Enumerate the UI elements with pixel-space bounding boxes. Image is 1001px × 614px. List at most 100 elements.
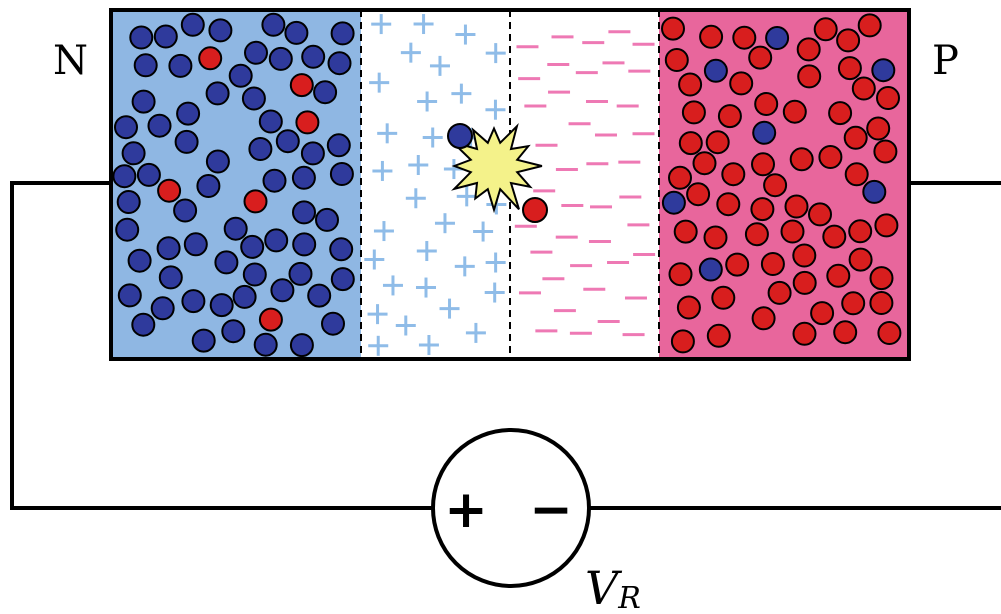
electron: [147, 113, 172, 138]
positive-ion-icon: [416, 241, 437, 262]
electron: [196, 174, 221, 198]
voltage-subscript: R: [617, 581, 641, 614]
hole: [826, 263, 851, 288]
electron: [321, 311, 345, 336]
electron: [288, 261, 313, 286]
positive-ion-icon: [454, 256, 475, 277]
hole: [754, 92, 779, 116]
voltage-symbol: V: [585, 561, 623, 614]
hole: [813, 17, 838, 42]
hole: [843, 125, 868, 150]
hole: [673, 219, 698, 244]
electron: [262, 168, 287, 193]
minority-electron: [862, 179, 887, 204]
colliding-electron: [447, 123, 473, 149]
electron: [261, 12, 286, 37]
positive-ion-icon: [485, 43, 506, 64]
source-plus-sign: +: [444, 480, 488, 540]
electron: [205, 81, 230, 106]
positive-ion-icon: [418, 335, 439, 356]
hole: [792, 243, 817, 268]
hole: [721, 162, 746, 187]
electron: [117, 283, 142, 308]
electron: [127, 248, 152, 273]
electron: [301, 44, 326, 69]
electron: [174, 129, 199, 154]
hole: [837, 56, 862, 81]
hole: [873, 139, 898, 164]
electron: [208, 18, 233, 43]
voltage-source-icon: [431, 428, 591, 588]
electron: [173, 198, 198, 223]
electron: [240, 234, 265, 259]
minority-hole: [157, 178, 182, 203]
hole: [678, 72, 703, 97]
electron: [264, 228, 289, 253]
hole: [796, 37, 821, 62]
electron: [116, 190, 141, 214]
electron: [209, 293, 234, 318]
electron: [133, 53, 158, 78]
hole: [716, 192, 741, 217]
electron: [131, 89, 156, 114]
electron: [248, 137, 273, 161]
hole: [676, 295, 701, 320]
hole: [751, 152, 775, 177]
hole: [705, 130, 730, 155]
electron: [150, 296, 175, 321]
minority-electron: [871, 58, 896, 83]
hole: [763, 173, 788, 198]
electron: [313, 80, 338, 105]
hole: [828, 101, 853, 126]
electron: [181, 289, 206, 314]
hole: [782, 99, 807, 124]
positive-ion-icon: [408, 154, 429, 175]
electron: [232, 284, 257, 309]
electron: [228, 63, 253, 88]
electron: [241, 86, 266, 111]
hole: [874, 213, 899, 238]
hole: [792, 270, 817, 295]
positive-ion-icon: [371, 14, 392, 35]
electron: [221, 319, 246, 344]
hole: [681, 100, 706, 125]
positive-ion-icon: [473, 221, 494, 242]
hole: [750, 197, 775, 222]
positive-ion-icon: [422, 127, 443, 148]
hole: [848, 219, 873, 244]
electron: [315, 207, 339, 232]
electron: [223, 216, 248, 241]
hole: [822, 224, 847, 249]
electron: [300, 141, 325, 166]
electron: [329, 162, 354, 186]
hole: [876, 86, 900, 110]
electron: [329, 237, 354, 262]
hole: [751, 306, 776, 331]
n-region-label: N: [53, 38, 88, 84]
minority-electron: [703, 58, 728, 83]
positive-ion-icon: [377, 123, 398, 144]
hole: [703, 225, 728, 250]
electron: [242, 262, 267, 287]
electron: [153, 24, 178, 49]
hole: [784, 194, 809, 219]
electron: [136, 162, 161, 187]
hole: [668, 262, 693, 287]
electron: [183, 232, 208, 257]
hole: [780, 219, 805, 244]
electron: [253, 332, 278, 357]
reverse-voltage-label: VR: [585, 561, 641, 614]
hole: [810, 301, 835, 326]
hole: [706, 323, 731, 348]
electron: [244, 40, 268, 65]
hole: [725, 252, 750, 277]
hole: [668, 165, 692, 190]
hole: [836, 28, 861, 53]
electron: [121, 141, 146, 166]
minority-hole: [258, 307, 283, 332]
electron: [326, 133, 351, 158]
positive-ion-icon: [372, 160, 393, 181]
electron: [176, 101, 201, 126]
source-minus-sign: −: [529, 480, 573, 540]
hole: [857, 13, 882, 38]
